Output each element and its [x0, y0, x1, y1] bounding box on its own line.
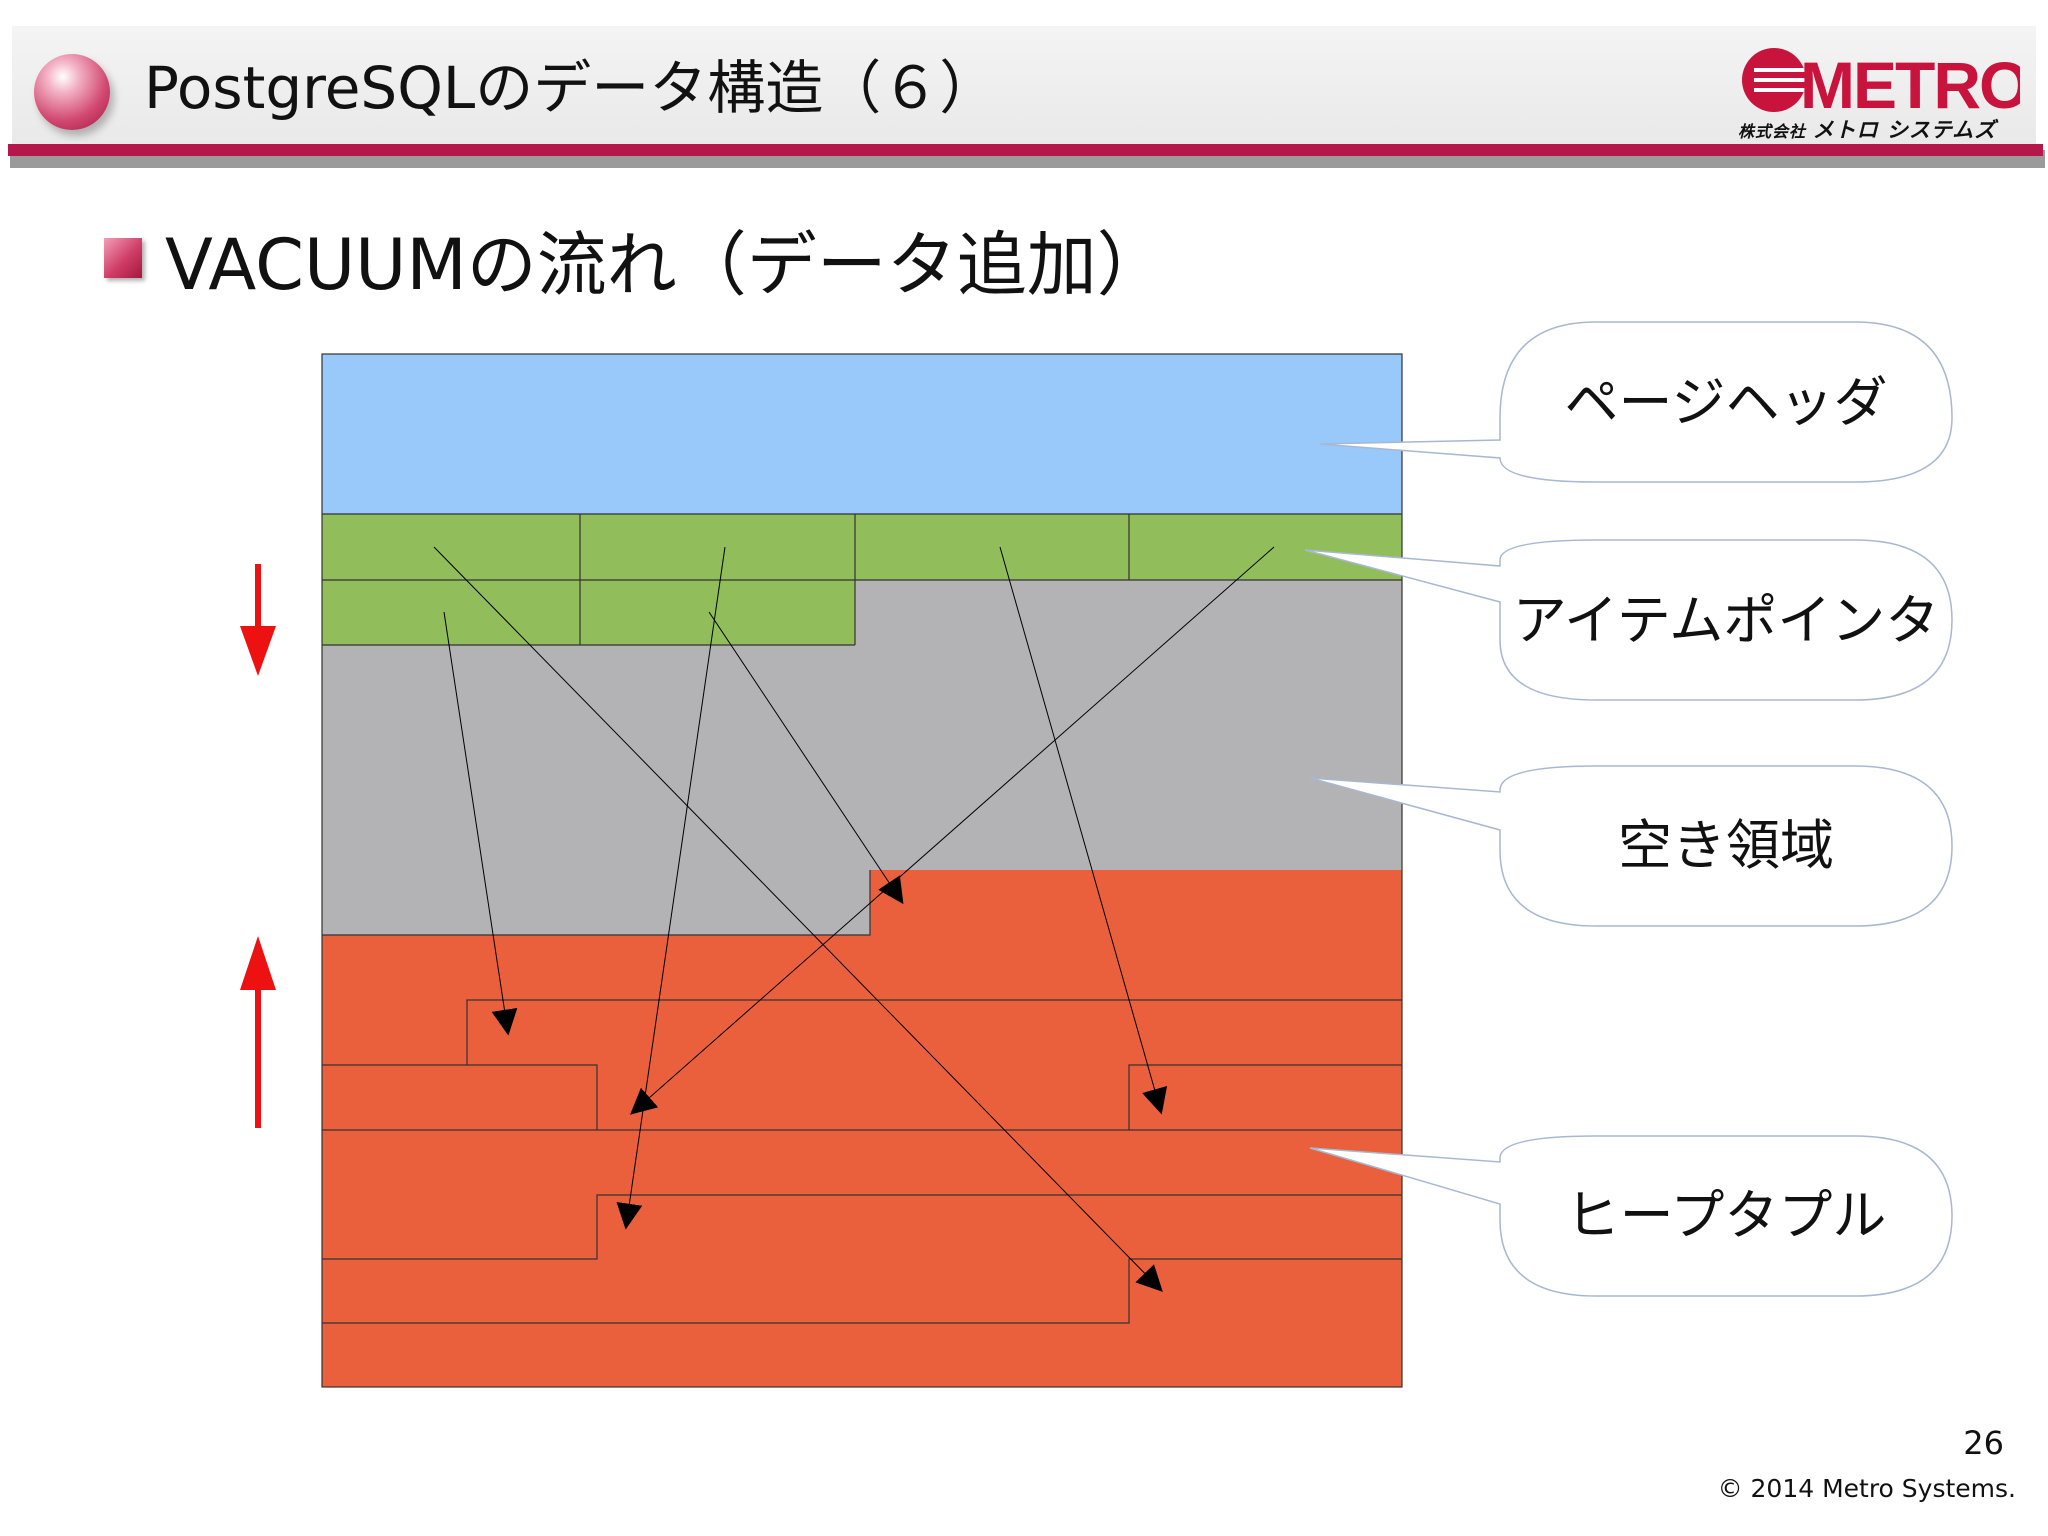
- pointer-arrow: [433, 546, 1163, 1292]
- pointer-arrows: [433, 546, 1275, 1292]
- callout-bubble-free-space: [1309, 765, 1953, 927]
- title-bullet-sphere-icon: [34, 54, 110, 130]
- pointer-arrow: [708, 611, 904, 905]
- header-band: [12, 26, 2036, 144]
- company-logo: METRO: [1730, 38, 2030, 142]
- callout-bubble-item-pointer: [1304, 539, 1953, 701]
- company-name-text: メトロ システムズ: [1812, 118, 1997, 142]
- page-header-region: [321, 353, 1403, 515]
- callout-item-pointer: アイテムポインタ: [1512, 589, 1940, 652]
- callout-free-space: 空き領域: [1618, 814, 1834, 877]
- callout-page-header: ページヘッダ: [1564, 371, 1888, 434]
- callout-heap-tuple: ヒープタプル: [1565, 1184, 1887, 1247]
- item-pointer-grid: [322, 513, 1402, 646]
- copyright-notice: © 2014 Metro Systems.: [1717, 1474, 2016, 1503]
- heap-tuple-boundaries: [321, 353, 1403, 1388]
- free-space-region: [322, 580, 1402, 935]
- callout-bubble-heap-tuple: [1309, 1135, 1953, 1297]
- metro-logo-icon: METRO: [1742, 48, 2030, 122]
- company-prefix: 株式会社: [1738, 122, 1807, 141]
- section-subtitle: VACUUMの流れ（データ追加）: [165, 224, 1167, 306]
- slide-title: PostgreSQLのデータ構造（６）: [144, 54, 998, 122]
- square-bullet-icon: [104, 238, 142, 278]
- item-pointer-area-row2: [322, 580, 855, 645]
- company-name: 株式会社 メトロ システムズ: [1738, 114, 2020, 144]
- pointer-arrow: [630, 546, 1275, 1115]
- item-pointer-growth-arrow: [240, 564, 276, 676]
- svg-text:METRO: METRO: [1800, 48, 2020, 118]
- pointer-arrow: [443, 611, 518, 1036]
- header-accent-line: [8, 144, 2043, 156]
- heap-tuple-growth-arrow: [240, 936, 276, 1128]
- pointer-arrow: [999, 546, 1168, 1115]
- callout-bubble-page-header: [1319, 321, 1953, 483]
- heap-tuple-area: [322, 870, 1402, 1387]
- page-number: 26: [1963, 1424, 2004, 1462]
- item-pointer-area: [322, 514, 1402, 580]
